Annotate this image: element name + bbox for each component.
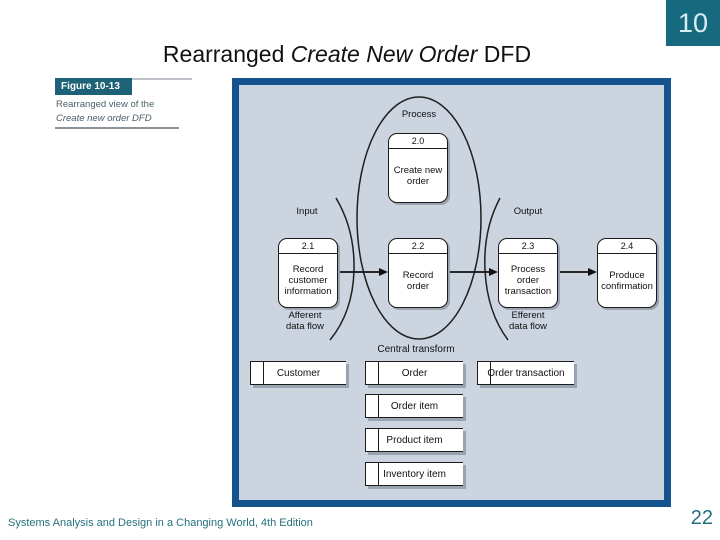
chapter-number: 10 <box>677 7 709 38</box>
title-regular-1: Rearranged <box>162 41 291 67</box>
process-box-2-1: 2.1 Record customer information <box>278 238 338 308</box>
title-italic: Create New Order <box>290 41 478 67</box>
label-output: Output <box>513 206 543 217</box>
data-store-cell-divider <box>263 362 264 384</box>
figure-tag: Figure 10-13 <box>55 78 132 95</box>
data-store-name: Order item <box>390 400 439 412</box>
figure-tag-rule <box>132 78 192 80</box>
page-number: 22 <box>690 507 713 529</box>
data-store-name: Order transaction <box>487 367 565 379</box>
label-central-transform: Central transform <box>377 344 455 355</box>
data-store-cell-divider <box>490 362 491 384</box>
page-title: Rearranged Create New Order DFD <box>0 41 694 68</box>
process-number: 2.0 <box>389 134 447 149</box>
figure-caption-line1: Rearranged view of the <box>56 99 155 110</box>
process-box-2-3: 2.3 Process order transaction <box>498 238 558 308</box>
process-number: 2.4 <box>598 239 656 254</box>
data-store-name: Inventory item <box>383 468 446 480</box>
data-store-order: Order <box>365 361 463 385</box>
label-input: Input <box>296 206 318 217</box>
process-number: 2.1 <box>279 239 337 254</box>
process-box-2-4: 2.4 Produce confirmation <box>597 238 657 308</box>
data-store-name: Product item <box>386 434 443 446</box>
process-number: 2.3 <box>499 239 557 254</box>
process-name: Create new order <box>393 164 443 187</box>
label-efferent-data-flow: Efferent data flow <box>508 310 548 332</box>
data-store-cell-divider <box>378 395 379 417</box>
data-store-inventory-item: Inventory item <box>365 462 463 486</box>
data-store-cell-divider <box>378 463 379 485</box>
data-store-name: Order <box>401 367 428 379</box>
data-store-customer: Customer <box>250 361 346 385</box>
figure-caption: Rearranged view of the Create new order … <box>56 98 186 126</box>
title-regular-2: DFD <box>477 41 532 67</box>
footer-text: Systems Analysis and Design in a Changin… <box>8 517 313 529</box>
chapter-number-badge: 10 <box>666 0 720 46</box>
data-store-name: Customer <box>276 367 321 379</box>
data-store-cell-divider <box>378 429 379 451</box>
process-number: 2.2 <box>389 239 447 254</box>
process-box-2-0: 2.0 Create new order <box>388 133 448 203</box>
data-store-order-transaction: Order transaction <box>477 361 574 385</box>
data-store-product-item: Product item <box>365 428 463 452</box>
process-name: Process order transaction <box>504 264 552 297</box>
data-store-order-item: Order item <box>365 394 463 418</box>
label-afferent-data-flow: Afferent data flow <box>285 310 325 332</box>
figure-caption-line2: Create new order DFD <box>56 113 152 124</box>
process-name: Record customer information <box>284 264 332 297</box>
process-name: Record order <box>402 269 434 292</box>
figure-caption-rule <box>55 127 179 129</box>
data-store-cell-divider <box>378 362 379 384</box>
process-name: Produce confirmation <box>601 269 653 292</box>
process-box-2-2: 2.2 Record order <box>388 238 448 308</box>
label-process: Process <box>401 109 437 120</box>
